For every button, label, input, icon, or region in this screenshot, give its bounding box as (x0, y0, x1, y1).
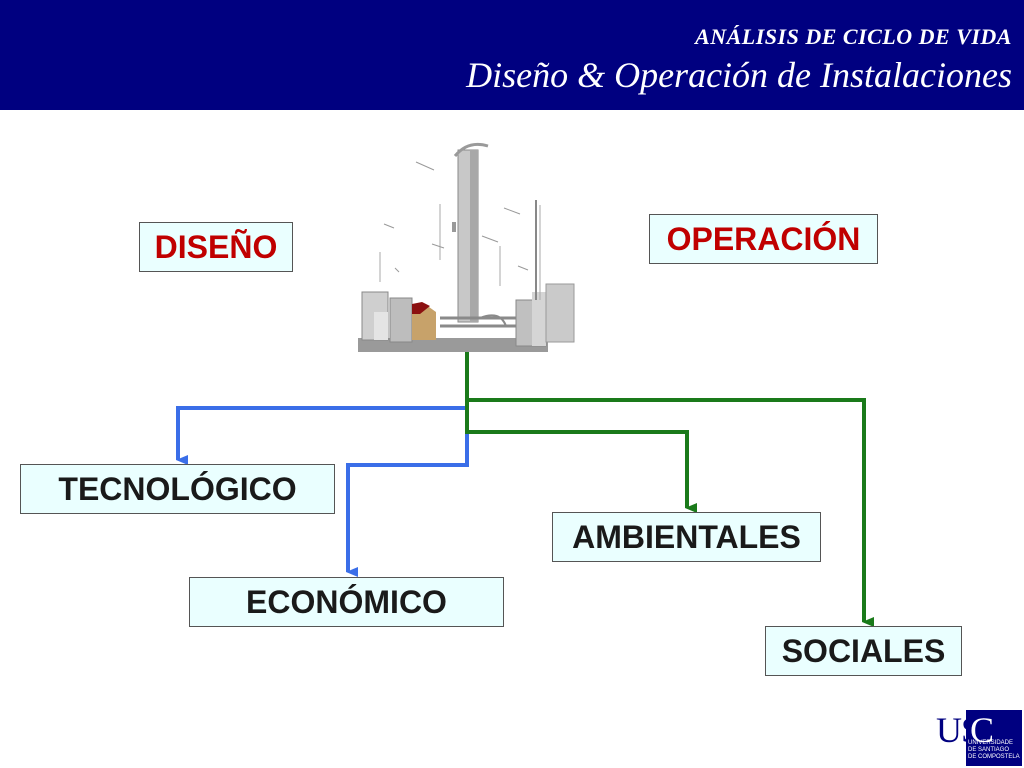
header-supertitle: ANÁLISIS DE CICLO DE VIDA (695, 24, 1012, 49)
connectors (176, 352, 874, 627)
node-diseno: DISEÑO (139, 222, 293, 272)
node-operacion: OPERACIÓN (649, 214, 878, 264)
edge-tecnologico (176, 352, 469, 465)
node-sociales: SOCIALES (765, 626, 962, 676)
usc-logo-subtitle: UNIVERSIDADE DE SANTIAGO DE COMPOSTELA (968, 740, 1020, 760)
edge-sociales (467, 398, 874, 627)
usc-logo: US C UNIVERSIDADE DE SANTIAGO DE COMPOST… (936, 710, 1022, 766)
industrial-plant-illustration (358, 142, 575, 352)
header-title: Diseño & Operación de Instalaciones (466, 55, 1012, 95)
edge-ambientales (465, 352, 697, 513)
node-tecnologico: TECNOLÓGICO (20, 464, 335, 514)
usc-logo-box: C UNIVERSIDADE DE SANTIAGO DE COMPOSTELA (966, 710, 1022, 766)
usc-logo-letter-c: C (970, 710, 995, 750)
node-ambientales: AMBIENTALES (552, 512, 821, 562)
node-economico: ECONÓMICO (189, 577, 504, 627)
edge-economico (346, 408, 469, 577)
header-banner: ANÁLISIS DE CICLO DE VIDA Diseño & Opera… (0, 0, 1024, 110)
